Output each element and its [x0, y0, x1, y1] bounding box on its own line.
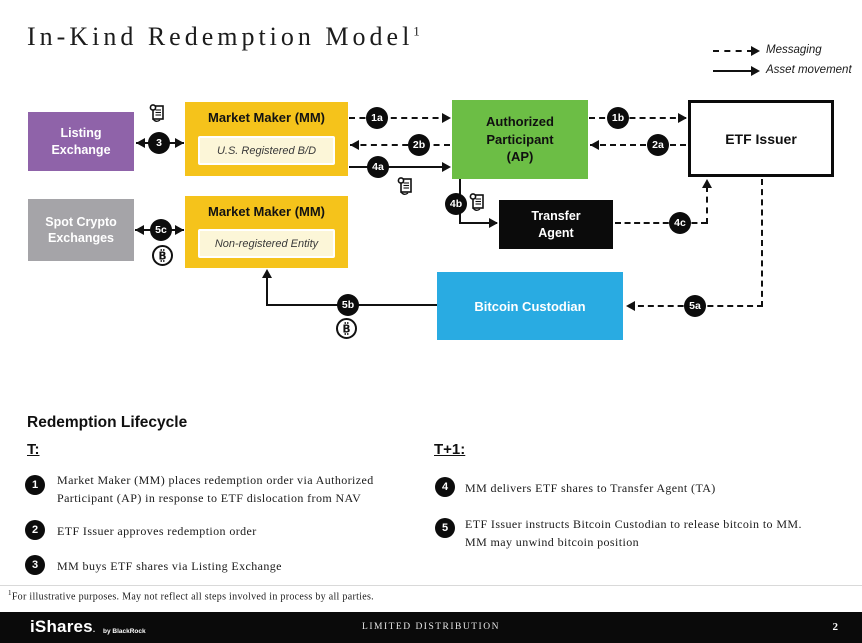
connector-5b-arrowhead: [262, 269, 272, 278]
connector-2a-line: [590, 144, 686, 146]
badge-1a: 1a: [366, 107, 388, 129]
connector-4a-line: [349, 166, 449, 168]
spot-crypto-exchanges-box: Spot Crypto Exchanges: [28, 199, 134, 261]
step-1-text: Market Maker (MM) places redemption orde…: [57, 473, 374, 505]
bitcoin-icon: B: [152, 245, 173, 266]
badge-3: 3: [148, 132, 170, 154]
badge-4b: 4b: [445, 193, 467, 215]
page-title: In-Kind Redemption Model1: [27, 22, 420, 52]
lifecycle-t1-label: T+1:: [434, 441, 466, 458]
ishares-logo-mark: .: [92, 625, 96, 634]
connector-2a-arrowhead: [590, 140, 599, 150]
step-2-number: 2: [25, 520, 45, 540]
listing-exchange-box: Listing Exchange: [28, 112, 134, 171]
step-1-number: 1: [25, 475, 45, 495]
market-maker-nonregistered-subtitle: Non-registered Entity: [198, 229, 335, 258]
step-4-number: 4: [435, 477, 455, 497]
legend-solid-line: [713, 70, 753, 72]
svg-text:B: B: [342, 323, 350, 335]
badge-2a: 2a: [647, 134, 669, 156]
legend-asset-movement-label: Asset movement: [766, 64, 852, 76]
step-4-text: MM delivers ETF shares to Transfer Agent…: [465, 481, 716, 495]
market-maker-nonregistered-box: Market Maker (MM) Non-registered Entity: [185, 196, 348, 268]
order-scroll-icon: [149, 104, 164, 122]
footnote-ref: 1: [8, 589, 12, 597]
connector-5c-arrowhead-right: [175, 225, 184, 235]
etf-shares-scroll-icon: [469, 193, 484, 211]
step-2-text: ETF Issuer approves redemption order: [57, 524, 257, 538]
market-maker-nonregistered-title: Market Maker (MM): [207, 204, 326, 219]
footnote: 1For illustrative purposes. May not refl…: [8, 589, 374, 602]
connector-4c-vline: [706, 186, 708, 224]
badge-1b: 1b: [607, 107, 629, 129]
badge-5c: 5c: [150, 219, 172, 241]
badge-4c: 4c: [669, 212, 691, 234]
connector-1a-line: [349, 117, 449, 119]
connector-4c-arrowhead: [702, 179, 712, 188]
market-maker-registered-subtitle: U.S. Registered B/D: [198, 136, 335, 165]
svg-text:B: B: [158, 250, 166, 262]
legend-solid-arrowhead: [751, 66, 760, 76]
page-title-text: In-Kind Redemption Model: [27, 22, 414, 51]
connector-2b-line: [350, 144, 450, 146]
page-number: 2: [832, 621, 839, 633]
footnote-text: For illustrative purposes. May not refle…: [11, 591, 374, 603]
connector-4b-arrowhead: [489, 218, 498, 228]
badge-4a: 4a: [367, 156, 389, 178]
legend-dashed-line: [713, 50, 753, 52]
connector-1a-arrowhead: [442, 113, 451, 123]
footer-divider: [0, 585, 862, 586]
connector-4a-arrowhead: [442, 162, 451, 172]
step-3-number: 3: [25, 555, 45, 575]
market-maker-registered-title: Market Maker (MM): [207, 110, 326, 125]
legend-messaging-label: Messaging: [766, 44, 822, 56]
etf-issuer-box: ETF Issuer: [688, 100, 834, 177]
market-maker-registered-box: Market Maker (MM) U.S. Registered B/D: [185, 102, 348, 176]
blackrock-logo-text: by BlackRock: [103, 628, 146, 635]
connector-5a-vline: [761, 179, 763, 307]
step-5-number: 5: [435, 518, 455, 538]
connector-4c-hline: [615, 222, 707, 224]
connector-5c-arrowhead-left: [135, 225, 144, 235]
legend-dashed-arrowhead: [751, 46, 760, 56]
bitcoin-custodian-box: Bitcoin Custodian: [437, 272, 623, 340]
badge-5a: 5a: [684, 295, 706, 317]
step-3-text: MM buys ETF shares via Listing Exchange: [57, 559, 282, 573]
title-footnote-ref: 1: [413, 23, 420, 39]
lifecycle-t-label: T:: [27, 441, 40, 458]
connector-3-arrowhead-left: [136, 138, 145, 148]
lifecycle-heading: Redemption Lifecycle: [27, 414, 188, 431]
connector-2b-arrowhead: [350, 140, 359, 150]
connector-3-arrowhead-right: [175, 138, 184, 148]
shares-scroll-icon: [397, 177, 412, 195]
connector-5b-vline: [266, 272, 268, 306]
badge-5b: 5b: [337, 294, 359, 316]
ishares-logo: iShares.: [30, 617, 95, 637]
connector-4b-hline: [459, 222, 497, 224]
footer-classification: LIMITED DISTRIBUTION: [362, 622, 500, 632]
badge-2b: 2b: [408, 134, 430, 156]
connector-5a-arrowhead: [626, 301, 635, 311]
ishares-logo-text: iShares: [30, 617, 93, 636]
transfer-agent-box: Transfer Agent: [499, 200, 613, 249]
bitcoin-icon: B: [336, 318, 357, 339]
authorized-participant-box: Authorized Participant (AP): [452, 100, 588, 179]
step-5-text: ETF Issuer instructs Bitcoin Custodian t…: [465, 517, 802, 549]
connector-1b-arrowhead: [678, 113, 687, 123]
footer-bar: iShares. by BlackRock LIMITED DISTRIBUTI…: [0, 612, 862, 643]
connector-1b-line: [589, 117, 686, 119]
